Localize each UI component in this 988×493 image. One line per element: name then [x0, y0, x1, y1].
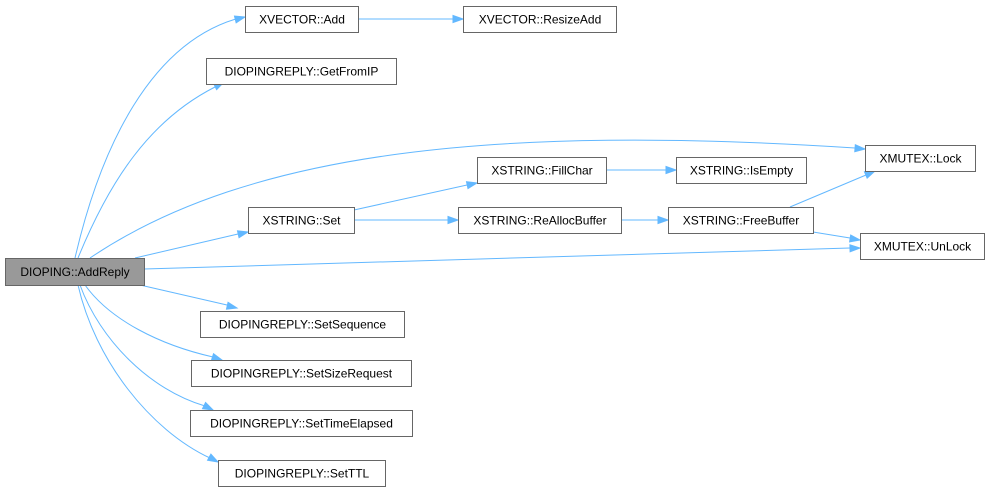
node-setseq[interactable]: DIOPINGREPLY::SetSequence [200, 311, 405, 338]
edge-realloc-to-freebuf [621, 215, 670, 225]
node-box [458, 207, 622, 234]
node-box [865, 145, 976, 172]
node-box [206, 58, 397, 85]
edge-line [77, 86, 216, 259]
edge-line [89, 139, 856, 259]
node-box [668, 207, 814, 234]
node-label: XSTRING::FillChar [491, 164, 592, 178]
node-box [191, 360, 412, 387]
node-setttl[interactable]: DIOPINGREPLY::SetTTL [218, 460, 386, 487]
node-label: XSTRING::IsEmpty [690, 164, 793, 178]
arrowhead-icon [665, 165, 678, 175]
node-label: DIOPINGREPLY::GetFromIP [225, 65, 379, 79]
arrowhead-icon [210, 352, 224, 361]
node-label: DIOPINGREPLY::SetTimeElapsed [210, 417, 393, 431]
edge-line [77, 284, 211, 459]
node-box [190, 410, 413, 437]
arrowhead-icon [233, 15, 247, 24]
edge-root-to-setseq [139, 284, 239, 310]
node-label: XVECTOR::Add [259, 13, 345, 27]
node-realloc[interactable]: XSTRING::ReAllocBuffer [458, 207, 622, 234]
edge-root-to-settime [79, 284, 215, 411]
node-label: DIOPINGREPLY::SetTTL [235, 467, 370, 481]
node-label: DIOPINGREPLY::SetSequence [219, 318, 387, 332]
node-unlock[interactable]: XMUTEX::UnLock [860, 233, 985, 260]
edge-root-to-getfromip [77, 81, 226, 259]
edge-root-to-unlock [143, 244, 862, 270]
edge-freebuf-to-unlock [812, 231, 862, 243]
node-box [676, 157, 807, 184]
node-label: XMUTEX::UnLock [874, 240, 972, 254]
node-fillchar[interactable]: XSTRING::FillChar [477, 157, 607, 184]
edge-fillchar-to-isempty [606, 165, 678, 175]
node-box [248, 207, 355, 234]
edge-sset-to-realloc [354, 215, 460, 225]
node-label: XMUTEX::Lock [879, 152, 962, 166]
edge-line [139, 284, 228, 306]
node-label: XSTRING::FreeBuffer [683, 214, 799, 228]
node-sset[interactable]: XSTRING::Set [248, 207, 355, 234]
edge-line [84, 284, 214, 358]
node-box [463, 6, 617, 33]
node-box [218, 460, 386, 487]
node-getfromip[interactable]: DIOPINGREPLY::GetFromIP [206, 58, 397, 85]
edge-line [79, 284, 206, 407]
edge-line [74, 16, 244, 259]
edge-root-to-setttl [77, 284, 220, 463]
edge-line [812, 231, 851, 239]
arrowhead-icon [447, 215, 460, 225]
arrowhead-icon [848, 234, 862, 243]
edge-root-to-vadd [74, 15, 247, 259]
arrowhead-icon [225, 301, 239, 310]
edge-root-to-setsize [84, 284, 224, 361]
node-root[interactable]: DIOPING::AddReply [5, 258, 145, 286]
node-box [860, 233, 985, 260]
node-label: XSTRING::Set [262, 214, 341, 228]
edge-root-to-lock [89, 139, 867, 259]
node-lock[interactable]: XMUTEX::Lock [865, 145, 976, 172]
edge-line [789, 174, 867, 208]
edge-line [143, 247, 851, 270]
edge-vadd-to-vresize [358, 14, 465, 24]
node-box [5, 258, 145, 286]
node-isempty[interactable]: XSTRING::IsEmpty [676, 157, 807, 184]
node-label: DIOPINGREPLY::SetSizeRequest [211, 367, 393, 381]
node-vresize[interactable]: XVECTOR::ResizeAdd [463, 6, 617, 33]
node-label: DIOPING::AddReply [20, 265, 129, 279]
arrowhead-icon [206, 453, 220, 463]
node-label: XVECTOR::ResizeAdd [479, 13, 602, 27]
node-settime[interactable]: DIOPINGREPLY::SetTimeElapsed [190, 410, 413, 437]
node-box [245, 6, 359, 33]
node-label: XSTRING::ReAllocBuffer [473, 214, 606, 228]
node-box [477, 157, 607, 184]
node-freebuf[interactable]: XSTRING::FreeBuffer [668, 207, 814, 234]
node-box [200, 311, 405, 338]
edge-root-to-sset [134, 230, 250, 259]
arrowhead-icon [465, 181, 479, 190]
edge-line [353, 184, 468, 211]
arrowhead-icon [201, 401, 215, 411]
arrowhead-icon [657, 215, 670, 225]
arrowhead-icon [236, 230, 250, 239]
node-vadd[interactable]: XVECTOR::Add [245, 6, 359, 33]
call-graph-nodes: DIOPING::AddReply XVECTOR::Add XVECTOR::Re… [5, 6, 985, 487]
edge-sset-to-fillchar [353, 181, 479, 211]
arrowhead-icon [863, 170, 877, 179]
call-graph-edges [74, 14, 877, 463]
arrowhead-icon [849, 244, 862, 253]
arrowhead-icon [452, 14, 465, 24]
node-setsize[interactable]: DIOPINGREPLY::SetSizeRequest [191, 360, 412, 387]
edge-line [134, 233, 239, 259]
arrowhead-icon [854, 143, 867, 153]
